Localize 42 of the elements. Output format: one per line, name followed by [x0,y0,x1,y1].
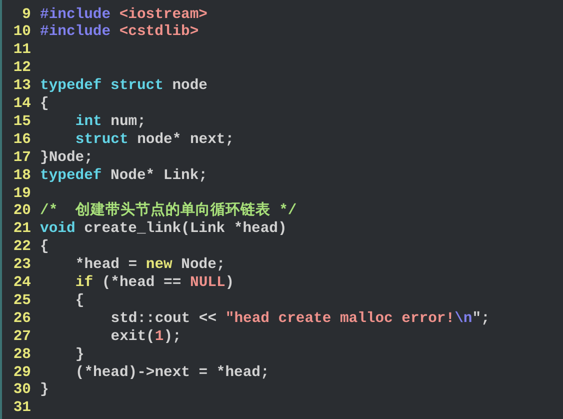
code-line: int num; [75,114,146,131]
line-number: 30 [13,382,31,400]
code-line: typedef struct node [40,78,208,96]
line-number: 10 [13,24,31,42]
code-line: exit(1); [110,328,182,346]
code-line: *head = new Node; [75,257,226,274]
line-number: 26 [13,310,31,328]
line-number: 21 [13,221,31,238]
line-number: 19 [13,186,31,202]
line-number: 22 [13,239,31,256]
line-number: 14 [13,96,31,113]
line-number: 28 [13,346,31,364]
code-line: { [40,239,49,256]
line-number: 17 [13,150,31,167]
code-line: if (*head == NULL) [75,275,234,292]
code-line: } [40,382,49,400]
line-number: 12 [13,60,31,78]
code-line: #include <cstdlib> [40,24,199,42]
line-number: 15 [13,114,31,131]
line-number: 25 [13,292,31,310]
line-number: 29 [13,364,31,382]
line-number: 20 [13,203,31,220]
line-number: 13 [13,78,31,96]
line-number: 11 [13,42,31,60]
line-number: 27 [13,328,31,346]
code-line: void create_link(Link *head) [40,221,287,238]
code-line: }Node; [40,150,93,167]
code-line: typedef Node* Link; [40,168,208,185]
code-line: std::cout << "head create malloc error!\n"; [110,310,490,328]
line-number: 9 [22,6,31,24]
code-line: struct node* next; [75,132,234,149]
line-number: 18 [13,168,31,185]
code-line: { [75,292,84,310]
line-number: 16 [13,132,31,149]
line-number: 23 [13,257,31,274]
line-number: 31 [13,400,31,418]
line-number: 24 [13,275,31,292]
code-line: { [40,96,49,113]
code-comment: /* 创建带头节点的单向循环链表 */ [40,203,297,220]
code-line: (*head)->next = *head; [75,364,270,382]
code-line: #include <iostream> [40,6,208,24]
code-line: } [75,346,84,364]
